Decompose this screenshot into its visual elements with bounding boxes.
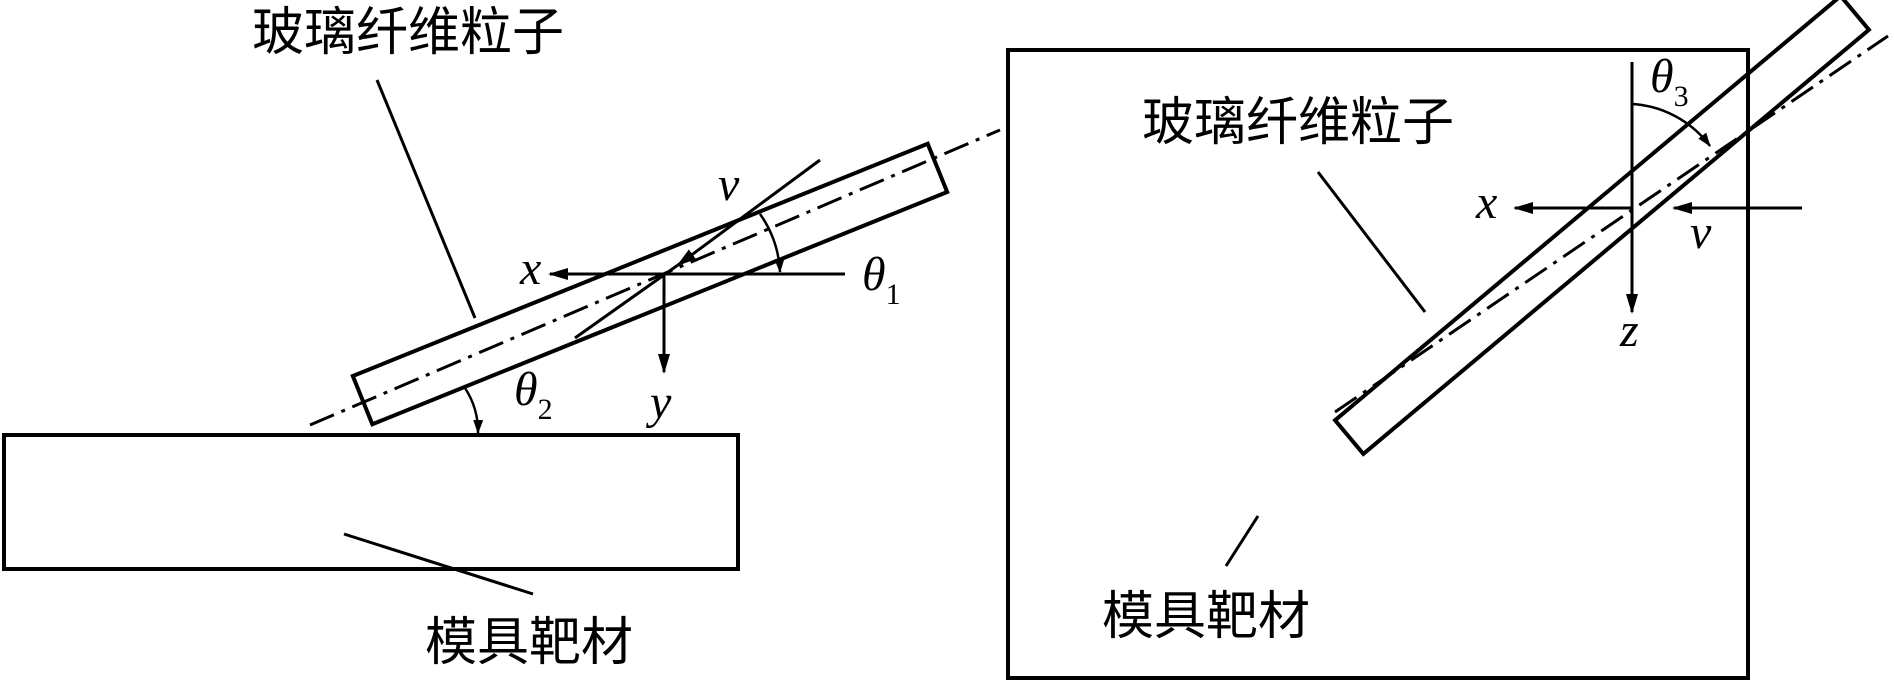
left-target-rect: [2, 433, 740, 571]
left-x-label: x: [519, 242, 541, 295]
right-panel: 玻璃纤维粒子 模具靶材 x z v θ3: [1006, 0, 1889, 680]
right-target-rect: [1006, 48, 1750, 680]
left-v-label: v: [718, 158, 740, 211]
right-x-label: x: [1475, 176, 1497, 229]
left-target-label: 模具靶材: [425, 613, 633, 673]
left-panel: 玻璃纤维粒子 模具靶材 x y v θ1 θ2: [2, 3, 1001, 673]
left-theta1-arc: [758, 213, 785, 273]
right-fiber-centerline: [1334, 34, 1889, 414]
left-theta2: θ2: [514, 363, 553, 426]
right-target-label: 模具靶材: [1102, 587, 1310, 647]
left-velocity-extension: [574, 263, 679, 340]
left-theta1: θ1: [862, 248, 901, 311]
right-theta3: θ3: [1650, 50, 1689, 113]
right-z-label: z: [1619, 304, 1639, 357]
left-fiber-particle: [350, 141, 950, 427]
right-v-label: v: [1690, 206, 1712, 259]
right-theta3-arc: [1631, 102, 1712, 147]
right-target-leader: [1224, 515, 1260, 567]
right-fiber-leader: [1316, 171, 1427, 313]
left-velocity-vector: [676, 158, 821, 267]
left-theta2-arc: [463, 387, 484, 434]
left-fiber-centerline: [309, 128, 1001, 427]
left-fiber-leader: [375, 79, 477, 319]
left-y-label: y: [645, 376, 672, 429]
left-target-leader: [343, 532, 534, 596]
right-fiber-label: 玻璃纤维粒子: [1142, 93, 1454, 153]
right-fiber-particle: [1332, 0, 1872, 457]
left-fiber-label: 玻璃纤维粒子: [252, 3, 564, 63]
